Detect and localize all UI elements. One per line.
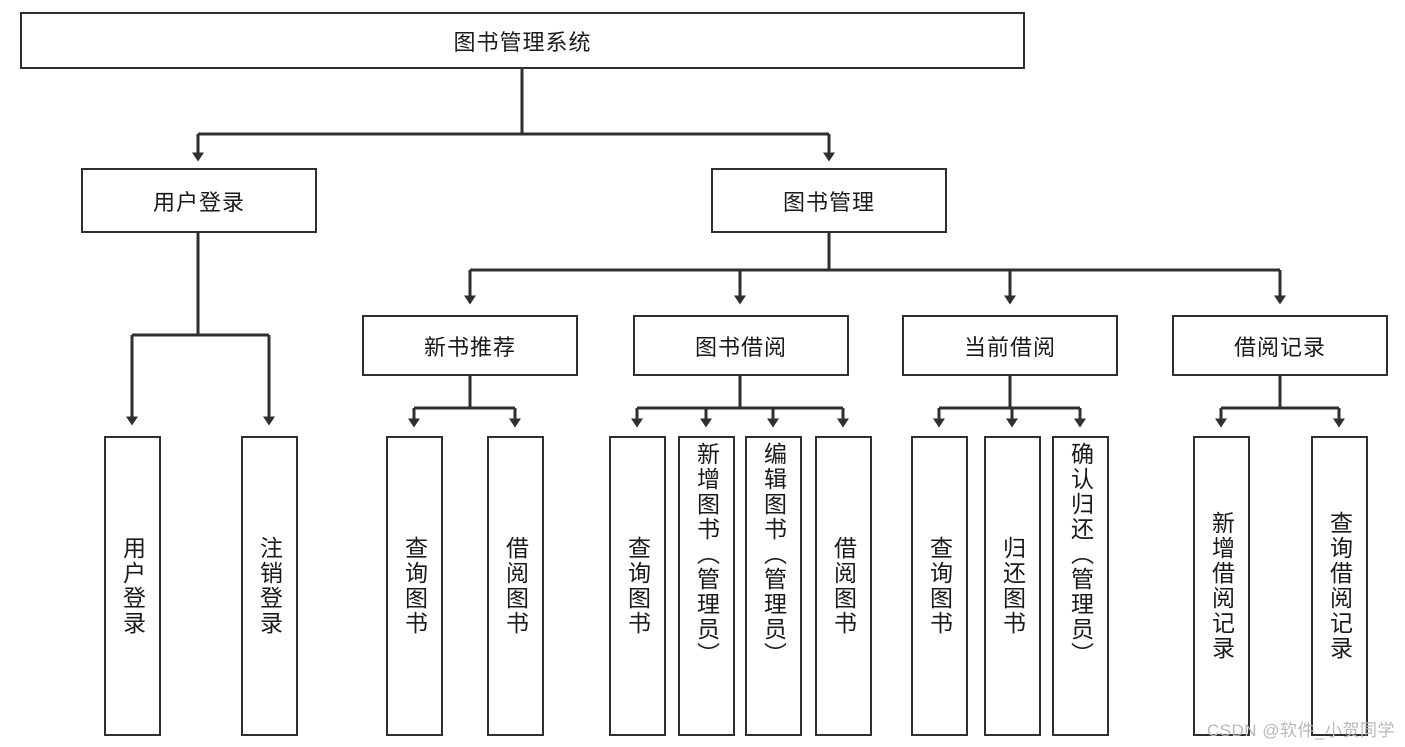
node-leaf-cur-query-label: 查询图书 — [926, 536, 953, 636]
node-leaf-rec-query[interactable]: 查询图书 — [386, 436, 443, 736]
node-leaf-borrow-edit[interactable]: 编辑图书（管理员） — [745, 436, 802, 736]
node-leaf-cur-query[interactable]: 查询图书 — [911, 436, 968, 736]
node-leaf-rec-query-label: 查询图书 — [401, 536, 428, 636]
node-leaf-borrow-query[interactable]: 查询图书 — [609, 436, 666, 736]
node-root[interactable]: 图书管理系统 — [20, 12, 1025, 69]
node-current-borrow-label: 当前借阅 — [963, 334, 1056, 360]
node-leaf-borrow-lend-label: 借阅图书 — [830, 536, 857, 636]
node-book-manage-label: 图书管理 — [782, 189, 875, 215]
node-user-login[interactable]: 用户登录 — [81, 168, 317, 233]
node-user-login-label: 用户登录 — [152, 189, 245, 215]
node-root-label: 图书管理系统 — [453, 29, 592, 55]
node-leaf-rec-borrow-label: 借阅图书 — [502, 536, 529, 636]
node-leaf-record-add[interactable]: 新增借阅记录 — [1193, 436, 1250, 736]
watermark-text: CSDN @软件_小贺同学 — [1206, 721, 1395, 740]
node-book-manage[interactable]: 图书管理 — [711, 168, 947, 233]
node-new-book-rec[interactable]: 新书推荐 — [362, 315, 578, 376]
node-current-borrow[interactable]: 当前借阅 — [902, 315, 1118, 376]
node-leaf-record-query-label: 查询借阅记录 — [1326, 511, 1353, 661]
node-leaf-record-query[interactable]: 查询借阅记录 — [1311, 436, 1368, 736]
node-leaf-borrow-lend[interactable]: 借阅图书 — [815, 436, 872, 736]
node-leaf-user-logout[interactable]: 注销登录 — [241, 436, 298, 736]
node-leaf-user-login[interactable]: 用户登录 — [104, 436, 161, 736]
node-leaf-user-logout-label: 注销登录 — [256, 536, 283, 636]
node-new-book-rec-label: 新书推荐 — [423, 334, 516, 360]
node-book-borrow[interactable]: 图书借阅 — [633, 315, 849, 376]
node-leaf-record-add-label: 新增借阅记录 — [1208, 511, 1235, 661]
node-leaf-user-login-label: 用户登录 — [119, 536, 146, 636]
node-leaf-borrow-add-label: 新增图书（管理员） — [693, 442, 720, 667]
node-book-borrow-label: 图书借阅 — [694, 334, 787, 360]
node-borrow-record[interactable]: 借阅记录 — [1172, 315, 1388, 376]
node-leaf-borrow-edit-label: 编辑图书（管理员） — [760, 442, 787, 667]
node-borrow-record-label: 借阅记录 — [1233, 334, 1326, 360]
node-leaf-borrow-query-label: 查询图书 — [624, 536, 651, 636]
node-leaf-cur-return[interactable]: 归还图书 — [984, 436, 1041, 736]
node-leaf-borrow-add[interactable]: 新增图书（管理员） — [678, 436, 735, 736]
node-leaf-rec-borrow[interactable]: 借阅图书 — [487, 436, 544, 736]
node-leaf-cur-return-label: 归还图书 — [999, 536, 1026, 636]
node-leaf-cur-confirm-label: 确认归还（管理员） — [1067, 442, 1094, 667]
node-leaf-cur-confirm[interactable]: 确认归还（管理员） — [1052, 436, 1109, 736]
